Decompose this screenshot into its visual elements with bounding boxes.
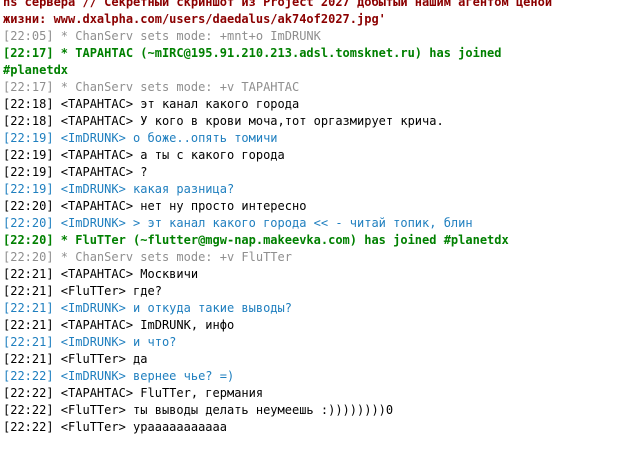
chat-line-normal: [22:21] <TAPAHTAC> ImDRUNK, инфо [3,318,235,332]
chat-line-topic: ns сервера // Секретный скриншот из Proj… [3,0,553,9]
chat-line-blue: [22:20] <ImDRUNK> > эт канал какого горо… [3,216,473,230]
chat-line-topic: жизни: www.dxalpha.com/users/daedalus/ak… [3,12,386,26]
chat-line-blue: [22:22] <ImDRUNK> вернее чье? =) [3,369,235,383]
chat-line-normal: [22:21] <TAPAHTAC> Москвичи [3,267,199,281]
chat-line-normal: [22:22] <FluTTer> урааааааааааа [3,420,227,434]
chat-log[interactable]: ns сервера // Секретный скриншот из Proj… [0,0,617,436]
chat-line-mode: [22:20] * ChanServ sets mode: +v FluTTer [3,250,292,264]
chat-line-mode: [22:17] * ChanServ sets mode: +v TAPAHTA… [3,80,300,94]
chat-line-blue: [22:21] <ImDRUNK> и что? [3,335,177,349]
chat-line-normal: [22:19] <TAPAHTAC> ? [3,165,148,179]
chat-line-join: #planetdx [3,63,69,77]
chat-line-blue: [22:19] <ImDRUNK> какая разница? [3,182,235,196]
chat-line-normal: [22:21] <FluTTer> где? [3,284,162,298]
chat-line-blue: [22:19] <ImDRUNK> о боже..опять томичи [3,131,278,145]
chat-line-normal: [22:22] <TAPAHTAC> FluTTer, германия [3,386,264,400]
chat-line-normal: [22:21] <FluTTer> да [3,352,148,366]
chat-line-join: [22:20] * FluTTer (~flutter@mgw-nap.make… [3,233,509,247]
chat-line-mode: [22:05] * ChanServ sets mode: +mnt+o ImD… [3,29,321,43]
chat-line-join: [22:17] * TAPAHTAC (~mIRC@195.91.210.213… [3,46,502,60]
chat-line-normal: [22:18] <TAPAHTAC> эт канал какого город… [3,97,300,111]
chat-line-blue: [22:21] <ImDRUNK> и откуда такие выводы? [3,301,292,315]
chat-line-normal: [22:22] <FluTTer> ты выводы делать неуме… [3,403,394,417]
chat-line-normal: [22:20] <TAPAHTAC> нет ну просто интерес… [3,199,307,213]
chat-line-normal: [22:18] <TAPAHTAC> У кого в крови моча,т… [3,114,444,128]
chat-line-normal: [22:19] <TAPAHTAC> а ты с какого города [3,148,285,162]
